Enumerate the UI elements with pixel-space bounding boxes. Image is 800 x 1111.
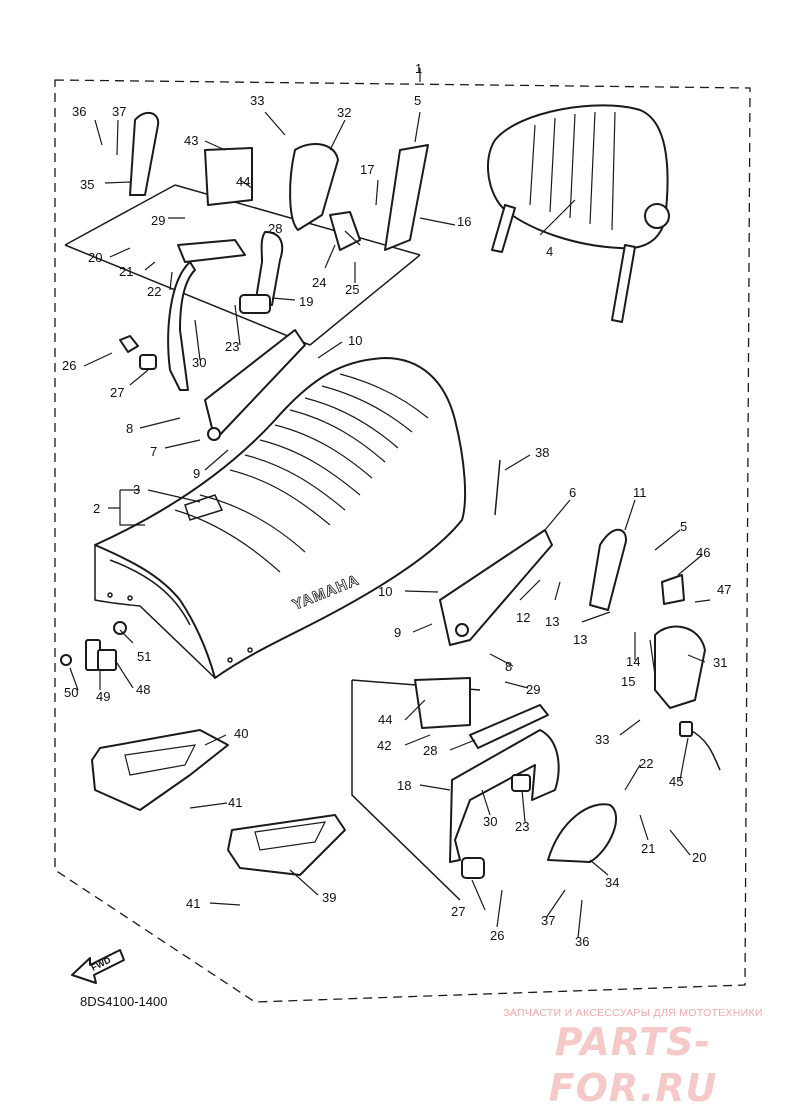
callout-38: 38 (535, 445, 549, 460)
callout-36-right: 36 (575, 934, 589, 949)
callout-4: 4 (546, 244, 553, 259)
callout-51: 51 (137, 649, 151, 664)
leader-lines (69, 111, 711, 939)
watermark-brand: PARTS-FOR.RU (548, 1020, 718, 1110)
seat: YAMAHA (94, 357, 467, 679)
callout-19: 19 (299, 294, 313, 309)
callout-32: 32 (337, 105, 351, 120)
callout-44-left: 44 (236, 174, 250, 189)
callout-22-left: 22 (147, 284, 161, 299)
callout-49: 49 (96, 689, 110, 704)
callout-37-left: 37 (112, 104, 126, 119)
callout-16: 16 (457, 214, 471, 229)
callout-29-left: 29 (151, 213, 165, 228)
callout-1: 1 (415, 61, 422, 76)
callout-26-right: 26 (490, 928, 504, 943)
callout-31: 31 (713, 655, 727, 670)
callout-5-right: 5 (680, 519, 687, 534)
callout-35: 35 (80, 177, 94, 192)
callout-46: 46 (696, 545, 710, 560)
callout-45: 45 (669, 774, 683, 789)
watermark-tagline: ЗАПЧАСТИ И АКСЕССУАРЫ ДЛЯ МОТОТЕХНИКИ (503, 1007, 763, 1019)
forward-arrow: FWD (71, 949, 125, 984)
callout-28-left: 28 (268, 221, 282, 236)
storage-trays (91, 729, 346, 876)
callout-18: 18 (397, 778, 411, 793)
right-carrier-group (351, 529, 706, 901)
callout-3: 3 (133, 482, 140, 497)
callout-33-left: 33 (250, 93, 264, 108)
callout-11: 11 (633, 485, 647, 500)
callout-24: 24 (312, 275, 326, 290)
callout-41-upper: 41 (228, 795, 242, 810)
callout-44-right: 44 (378, 712, 392, 727)
callout-2: 2 (93, 501, 100, 516)
callout-27-left: 27 (110, 385, 124, 400)
callout-21-right: 21 (641, 841, 655, 856)
watermark: ЗАПЧАСТИ И АКСЕССУАРЫ ДЛЯ МОТОТЕХНИКИ PA… (478, 1007, 788, 1111)
callout-50: 50 (64, 685, 78, 700)
callout-23-right: 23 (515, 819, 529, 834)
callout-22-right: 22 (639, 756, 653, 771)
callout-43: 43 (184, 133, 198, 148)
callout-33-right: 33 (595, 732, 609, 747)
callout-42: 42 (377, 738, 391, 753)
catalog-code: 8DS4100-1400 (80, 994, 168, 1009)
assembly-boundary (54, 79, 751, 1003)
callout-37-right: 37 (541, 913, 555, 928)
callout-9-left: 9 (193, 466, 200, 481)
callout-14: 14 (626, 654, 640, 669)
callout-12: 12 (516, 610, 530, 625)
misc-parts (494, 459, 721, 771)
callout-48: 48 (136, 682, 150, 697)
callout-7: 7 (150, 444, 157, 459)
callout-23-left: 23 (225, 339, 239, 354)
callout-13-upper: 13 (545, 614, 559, 629)
latch-parts (60, 621, 127, 671)
callout-47: 47 (717, 582, 731, 597)
callout-29-right: 29 (526, 682, 540, 697)
callout-20-left: 20 (88, 250, 102, 265)
callout-25: 25 (345, 282, 359, 297)
callout-8-right: 8 (505, 659, 512, 674)
left-carrier-group (64, 111, 429, 441)
callout-9-right: 9 (394, 625, 401, 640)
callout-5-top: 5 (414, 93, 421, 108)
callout-39: 39 (322, 890, 336, 905)
callout-36-left: 36 (72, 104, 86, 119)
callout-10-top: 10 (348, 333, 362, 348)
callout-27-right: 27 (451, 904, 465, 919)
callout-21-left: 21 (119, 264, 133, 279)
callout-8-left: 8 (126, 421, 133, 436)
callout-40: 40 (234, 726, 248, 741)
callout-41-lower: 41 (186, 896, 200, 911)
callout-17: 17 (360, 162, 374, 177)
callout-30-left: 30 (192, 355, 206, 370)
callout-28-right: 28 (423, 743, 437, 758)
callout-13-lower: 13 (573, 632, 587, 647)
callout-10-right: 10 (378, 584, 392, 599)
callout-labels: 1 36 37 33 32 5 43 35 44 17 29 16 28 20 … (62, 61, 731, 949)
callout-30-right: 30 (483, 814, 497, 829)
callout-20-right: 20 (692, 850, 706, 865)
callout-26-left: 26 (62, 358, 76, 373)
callout-6: 6 (569, 485, 576, 500)
callout-15: 15 (621, 674, 635, 689)
callout-34: 34 (605, 875, 619, 890)
backrest (487, 104, 670, 323)
